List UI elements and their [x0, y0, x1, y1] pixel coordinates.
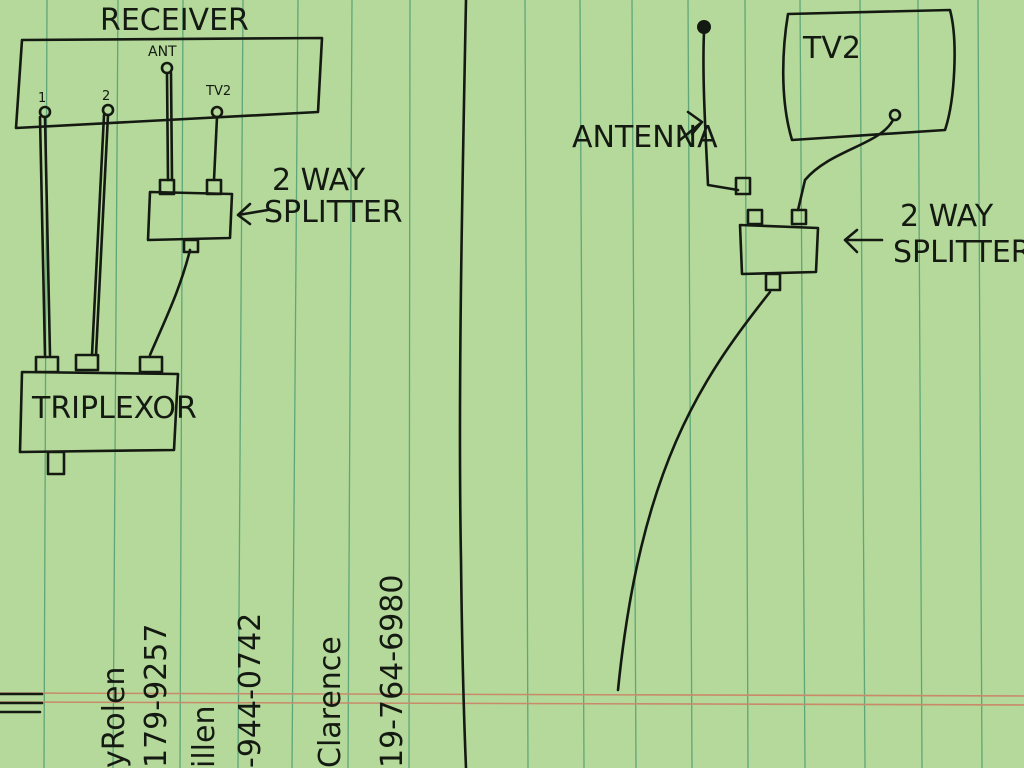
- triplexor-label: TRIPLEXOR: [31, 391, 197, 426]
- left-cables: [38, 71, 219, 357]
- antenna-cable: [702, 30, 740, 192]
- port-2-label: 2: [102, 89, 110, 104]
- note-3-phone: 19-764-6980: [375, 575, 410, 768]
- port-tv2-label: TV2: [205, 84, 231, 99]
- receiver-box: [14, 36, 324, 130]
- note-1-phone: 179-9257: [139, 624, 174, 768]
- antenna-label: ANTENNA: [572, 120, 718, 155]
- tv-cable: [796, 118, 895, 212]
- paper-rules: [43, 0, 983, 768]
- note-3: Clarence 19-764-6980: [313, 575, 410, 768]
- center-divider-line: [458, 0, 468, 768]
- port-ant-label: ANT: [148, 44, 177, 60]
- note-2-name: illen: [187, 706, 222, 768]
- note-1: yRolen 179-9257: [97, 624, 174, 768]
- tv2-box: [781, 8, 956, 142]
- left-splitter-label-line2: SPLITTER: [264, 195, 403, 230]
- note-1-name: yRolen: [97, 667, 132, 768]
- margin-lines: [0, 692, 1024, 706]
- note-2: illen -944-0742: [187, 613, 268, 768]
- note-2-phone: -944-0742: [233, 613, 268, 768]
- right-splitter-label-line2: SPLITTER: [893, 235, 1024, 270]
- note-3-name: Clarence: [313, 636, 348, 768]
- tv2-label: TV2: [802, 31, 861, 66]
- right-splitter: [734, 176, 884, 292]
- long-cable: [616, 290, 772, 692]
- port-1-label: 1: [38, 91, 46, 106]
- left-splitter: [146, 178, 270, 254]
- right-splitter-label-line1: 2 WAY: [900, 199, 994, 234]
- antenna-tip-icon: [697, 20, 711, 34]
- left-splitter-label-line1: 2 WAY: [272, 163, 366, 198]
- triplexor-box: [18, 353, 180, 476]
- antenna-arrow: [678, 110, 704, 142]
- margin-marks: [0, 692, 44, 714]
- receiver-ports: [38, 61, 224, 119]
- receiver-label: RECEIVER: [100, 3, 249, 38]
